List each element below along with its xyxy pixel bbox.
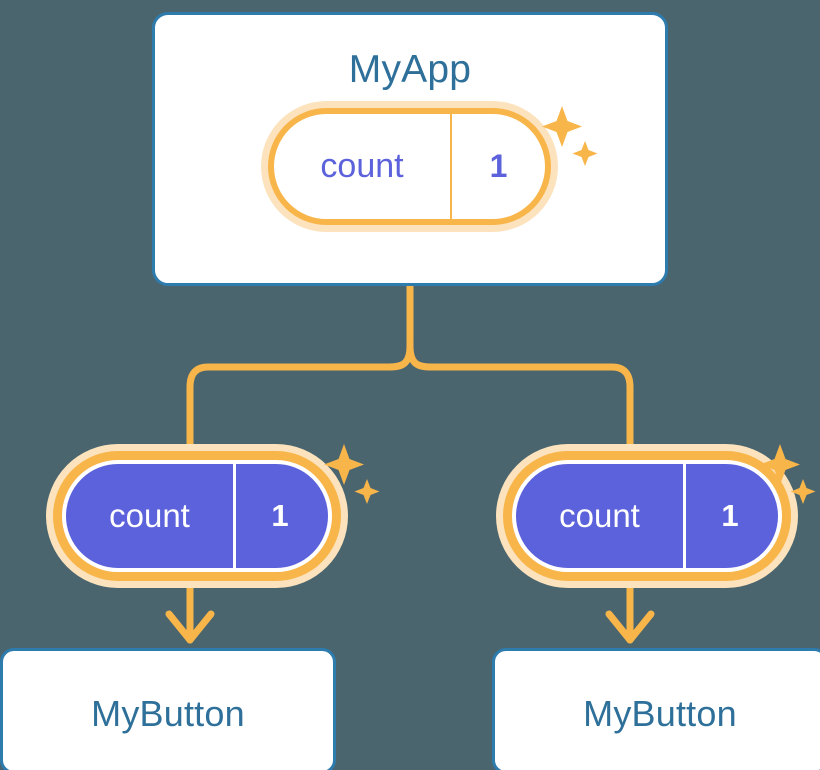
- state-pill-child-0-wrapper: count 1: [62, 460, 332, 572]
- arrow-head-right-icon: [605, 610, 655, 644]
- button-card-0[interactable]: MyButton: [0, 648, 336, 770]
- app-card-title: MyApp: [348, 48, 472, 91]
- button-card-1-title: MyButton: [583, 693, 737, 734]
- state-pill-child-0-value: 1: [271, 498, 289, 533]
- connector-branch-left: [186, 342, 414, 462]
- sparkle-small-icon: [790, 479, 816, 504]
- state-pill-child-1-key: count: [516, 464, 686, 568]
- arrow-head-left-icon: [165, 610, 215, 644]
- state-pill-child-1-value: 1: [721, 498, 739, 533]
- state-pill-root-wrapper: count 1: [268, 108, 551, 225]
- state-pill-root[interactable]: count 1: [268, 108, 551, 225]
- state-pill-child-1[interactable]: count 1: [512, 460, 782, 572]
- button-card-1[interactable]: MyButton: [492, 648, 820, 770]
- state-pill-root-value: 1: [489, 148, 508, 184]
- state-pill-child-0-key: count: [66, 464, 236, 568]
- state-pill-root-key: count: [274, 114, 452, 219]
- button-card-0-title: MyButton: [91, 693, 245, 734]
- state-pill-child-1-wrapper: count 1: [512, 460, 782, 572]
- state-pill-child-0[interactable]: count 1: [62, 460, 332, 572]
- connector-branch-right: [406, 342, 634, 462]
- sparkle-small-icon: [354, 479, 380, 504]
